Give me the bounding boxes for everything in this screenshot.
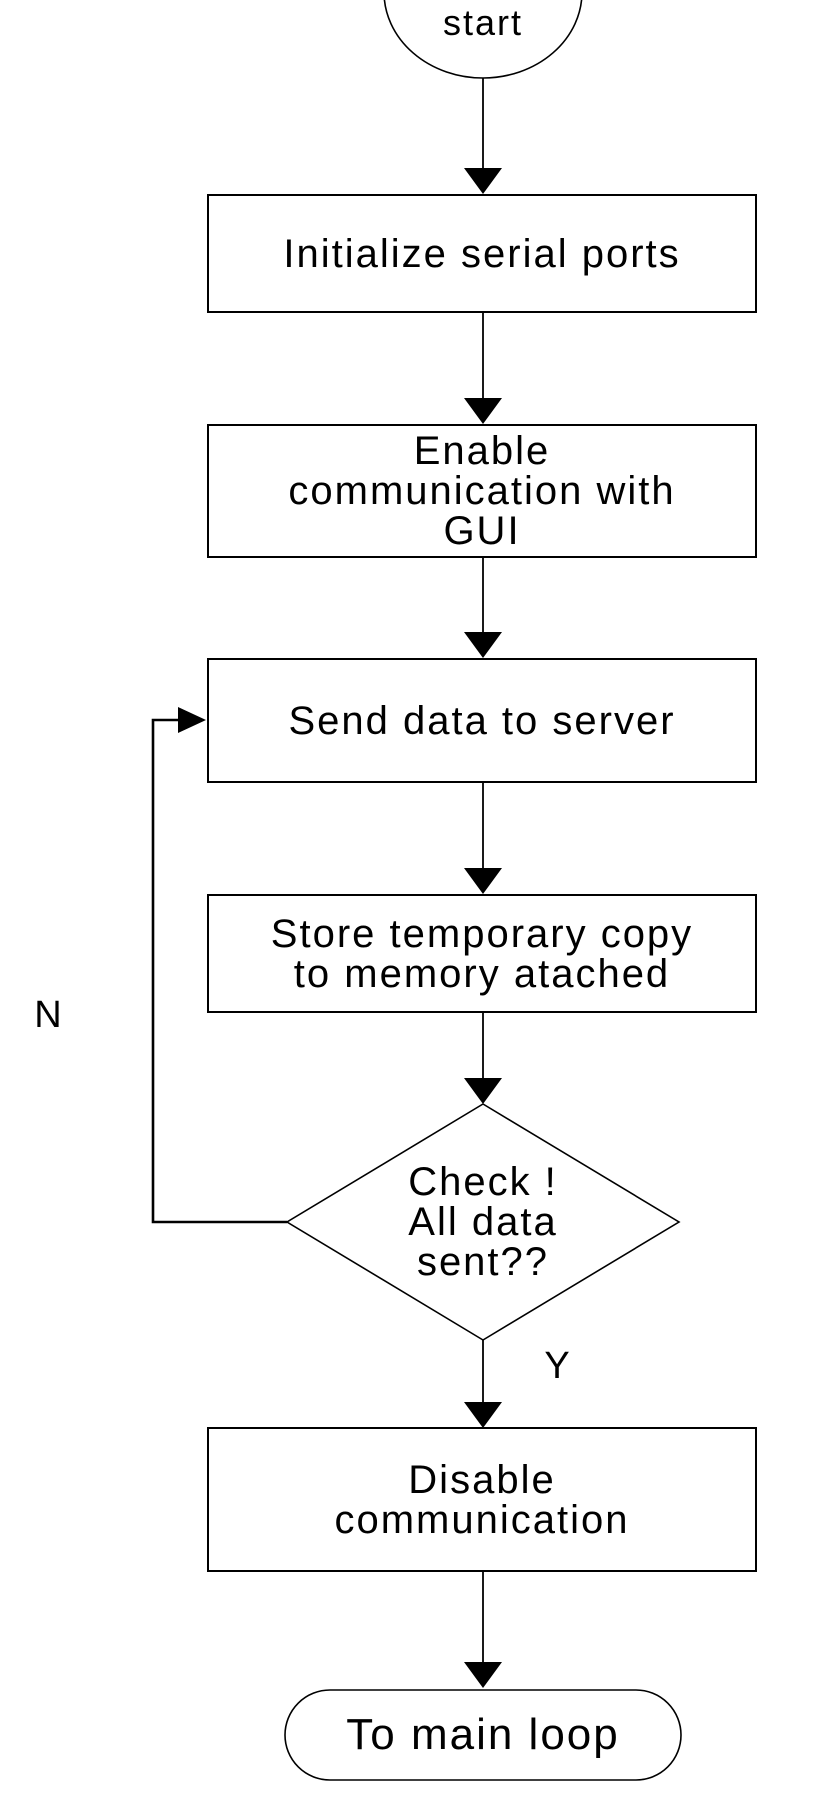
- process-label-line: communication with: [288, 469, 676, 513]
- process-label-line: Store temporary copy: [270, 911, 694, 956]
- arrowhead-down-icon: [464, 632, 502, 658]
- process-label-line: Enable: [413, 429, 551, 473]
- end-terminator-shape: [284, 1689, 682, 1781]
- decision-label-line: sent??: [416, 1240, 550, 1284]
- process-initialize-serial-ports: Initialize serial ports: [207, 194, 757, 313]
- process-send-data-to-server: Send data to server: [207, 658, 757, 783]
- arrow-check-no-loop-to-send: [151, 707, 287, 1224]
- arrowhead-right-icon: [178, 707, 206, 733]
- arrowhead-down-icon: [464, 398, 502, 424]
- decision-label-line: All data: [408, 1200, 558, 1244]
- end-terminator-label: To main loop: [346, 1710, 620, 1759]
- arrow-send-to-store: [464, 783, 502, 894]
- arrowhead-down-icon: [464, 168, 502, 194]
- process-label-line: communication: [334, 1497, 630, 1542]
- process-label-line: Disable: [408, 1457, 556, 1502]
- process-disable-communication: Disable communication: [207, 1427, 757, 1572]
- process-enable-communication: Enable communication with GUI: [207, 424, 757, 558]
- arrow-initialize-to-enable: [464, 313, 502, 424]
- process-label: Send data to server: [288, 698, 676, 743]
- edge-label-yes: Y: [544, 1345, 572, 1387]
- arrow-store-to-check: [464, 1013, 502, 1104]
- decision-check-label: Check ! All data sent??: [343, 1160, 623, 1284]
- process-store-temporary-copy: Store temporary copy to memory atached: [207, 894, 757, 1013]
- process-label-line: to memory atached: [293, 951, 671, 996]
- arrowhead-down-icon: [464, 868, 502, 894]
- process-label-line: GUI: [443, 509, 521, 553]
- arrow-start-to-initialize: [464, 78, 502, 194]
- arrow-enable-to-send: [464, 558, 502, 658]
- decision-label-line: Check !: [408, 1160, 558, 1204]
- arrow-disable-to-end: [464, 1572, 502, 1688]
- arrowhead-down-icon: [464, 1078, 502, 1104]
- arrowhead-down-icon: [464, 1402, 502, 1428]
- arrowhead-down-icon: [464, 1662, 502, 1688]
- start-terminator-label: start: [442, 2, 523, 43]
- edge-label-no: N: [34, 993, 64, 1036]
- process-label: Initialize serial ports: [283, 231, 681, 276]
- arrow-check-yes-to-disable: [464, 1340, 502, 1428]
